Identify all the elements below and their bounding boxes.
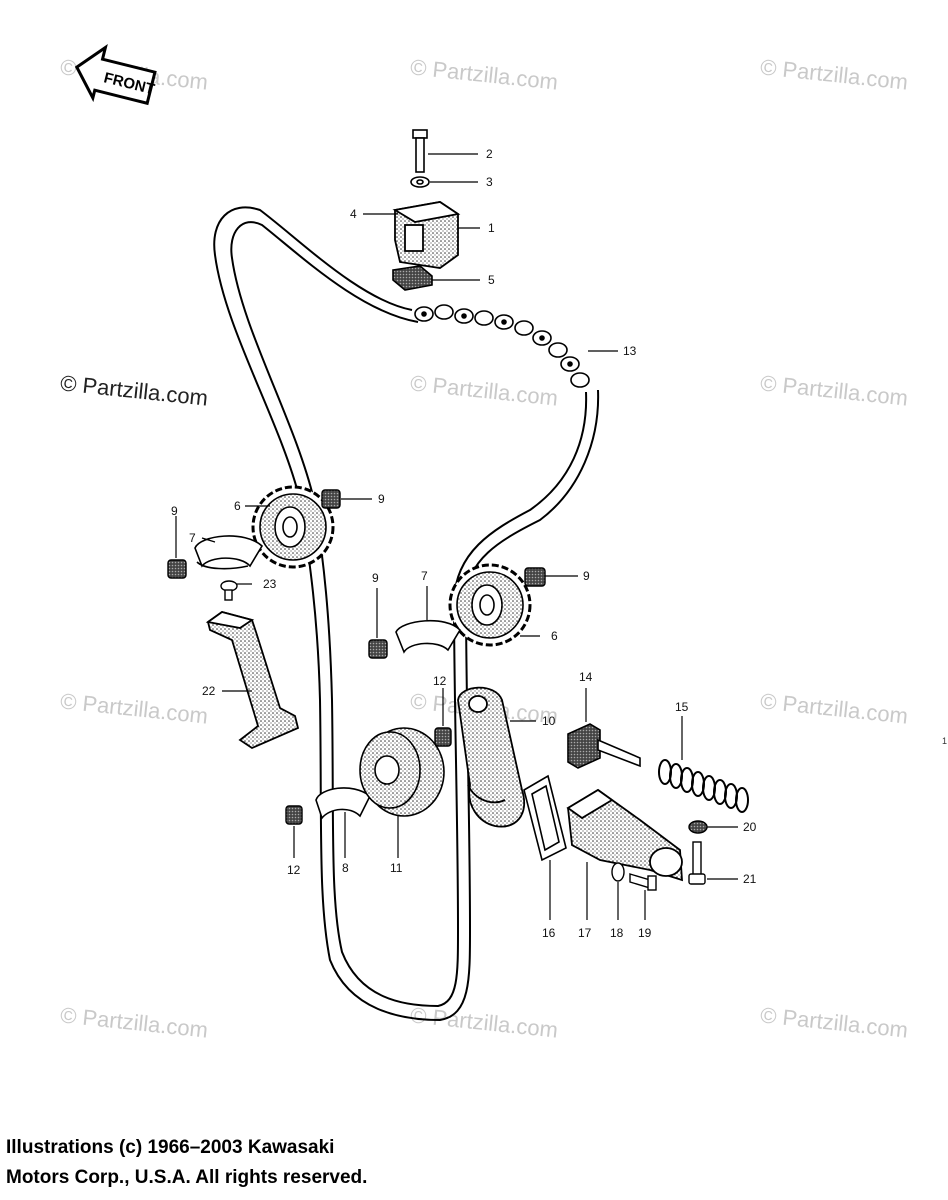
callout-4: 4: [350, 207, 357, 221]
sprocket-part-6-left: [251, 485, 335, 569]
callout-23: 23: [263, 577, 277, 591]
callout-16: 16: [542, 926, 556, 940]
callout-5: 5: [488, 273, 495, 287]
callout-13: 13: [623, 344, 637, 358]
callout-17: 17: [578, 926, 592, 940]
chain-guide-bracket: [392, 201, 461, 269]
callout-19: 19: [638, 926, 652, 940]
spacer-parts: [194, 535, 461, 820]
washer-part-3: [410, 176, 430, 188]
copyright-notice: Illustrations (c) 1966–2003 Kawasaki Mot…: [6, 1133, 367, 1193]
callout-2: 2: [486, 147, 493, 161]
callout-20: 20: [743, 820, 757, 834]
front-arrow-icon: FRONT: [74, 44, 157, 106]
bracket-part-22: [205, 611, 300, 750]
callout-18: 18: [610, 926, 624, 940]
tensioner-arm-part-10: [457, 686, 526, 828]
chain-segment: [414, 304, 590, 388]
damper-parts: [167, 489, 546, 825]
copyright-line-2: Motors Corp., U.S.A. All rights reserved…: [6, 1167, 368, 1188]
callout-10: 10: [542, 714, 556, 728]
sprocket-part-6-right: [448, 563, 532, 647]
callout-9-b: 9: [171, 504, 178, 518]
cam-chain: [213, 206, 600, 1022]
callout-3: 3: [486, 175, 493, 189]
callout-6-left: 6: [234, 499, 241, 513]
copyright-line-1: Illustrations (c) 1966–2003 Kawasaki: [6, 1137, 335, 1158]
screw-part-23: [220, 580, 238, 601]
stray-mark: 1: [942, 736, 948, 746]
callout-7-b: 7: [421, 569, 428, 583]
washer-part-18: [611, 862, 625, 882]
callout-12-a: 12: [433, 674, 447, 688]
callout-9-c: 9: [372, 571, 379, 585]
roller-part-11: [359, 727, 445, 817]
callout-9-a: 9: [378, 492, 385, 506]
nut-part-20: [688, 820, 708, 834]
gasket-part-16: [523, 774, 567, 862]
rubber-block-part-5: [392, 265, 433, 291]
bolt-part-19: [629, 873, 657, 891]
callout-21: 21: [743, 872, 757, 886]
callout-22: 22: [202, 684, 216, 698]
callout-11: 11: [390, 861, 403, 875]
leader-lines: [175, 153, 738, 920]
spring-part-15: [658, 759, 749, 813]
callout-15: 15: [675, 700, 689, 714]
callout-8: 8: [342, 861, 349, 875]
callout-1: 1: [488, 221, 495, 235]
pushrod-part-14: [567, 723, 641, 769]
callout-6-right: 6: [551, 629, 558, 643]
callout-14: 14: [579, 670, 593, 684]
bolt-part-21: [688, 841, 706, 885]
callout-7-a: 7: [189, 531, 196, 545]
tensioner-housing-part-17: [566, 788, 683, 882]
callout-9-d: 9: [583, 569, 590, 583]
callout-12-b: 12: [287, 863, 301, 877]
bolt-part-2: [412, 129, 428, 173]
